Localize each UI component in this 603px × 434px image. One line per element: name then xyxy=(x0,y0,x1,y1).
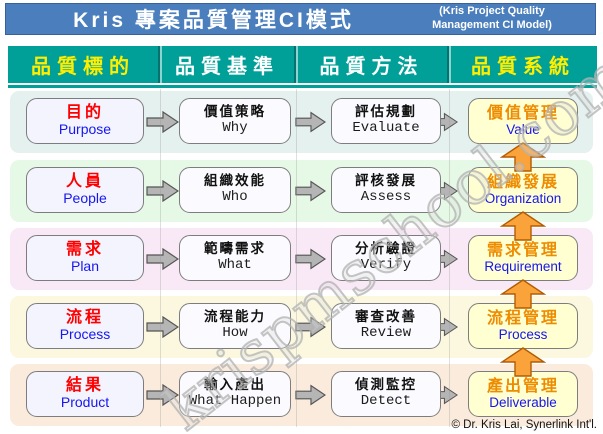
standard-box-why: 價值策略 Why xyxy=(179,98,291,144)
system-en-label: Organization xyxy=(484,191,562,207)
system-box-requirement: 需求管理 Requirement xyxy=(468,235,578,281)
header-underline xyxy=(8,85,597,88)
page-subtitle: (Kris Project Quality Management CI Mode… xyxy=(393,5,595,33)
standard-en-label: Why xyxy=(222,119,248,136)
method-box-detect: 偵測監控 Detect xyxy=(331,371,441,417)
row-process: 流程 Process 流程能力 How 審查改善 Review 流程管理 Pro… xyxy=(10,296,593,358)
method-box-review: 審查改善 Review xyxy=(331,303,441,349)
standard-zh-label: 流程能力 xyxy=(204,309,266,326)
target-en-label: Purpose xyxy=(58,121,112,138)
arrow-right-icon xyxy=(146,383,180,412)
system-box-organization: 組織發展 Organization xyxy=(468,167,578,213)
arrow-right-icon xyxy=(146,179,180,208)
method-zh-label: 審查改善 xyxy=(355,309,417,326)
system-en-label: Deliverable xyxy=(489,395,557,411)
standard-box-what-happen: 輸入產出 What Happen xyxy=(179,371,291,417)
arrow-right-icon xyxy=(295,110,327,139)
standard-en-label: How xyxy=(222,324,248,341)
standard-zh-label: 輸入產出 xyxy=(204,377,266,394)
column-header-quality-system: 品質系統 xyxy=(471,56,575,78)
arrow-right-icon xyxy=(146,315,180,344)
title-banner: Kris 專案品質管理CI模式 (Kris Project Quality Ma… xyxy=(5,3,596,35)
system-box-value: 價值管理 Value xyxy=(468,98,578,144)
method-zh-label: 評估規劃 xyxy=(355,104,417,121)
arrow-right-icon xyxy=(295,179,327,208)
standard-en-label: Who xyxy=(222,188,248,205)
target-box-product: 結果 Product xyxy=(26,371,144,417)
method-zh-label: 偵測監控 xyxy=(355,377,417,394)
arrow-up-icon xyxy=(499,279,547,314)
column-header-quality-standard: 品質基準 xyxy=(160,46,296,83)
target-box-process: 流程 Process xyxy=(26,303,144,349)
method-en-label: Verify xyxy=(360,256,412,273)
system-zh-label: 流程管理 xyxy=(486,308,559,328)
standard-zh-label: 價值策略 xyxy=(204,104,266,121)
target-en-label: Plan xyxy=(70,258,100,275)
target-box-purpose: 目的 Purpose xyxy=(26,98,144,144)
target-zh-label: 流程 xyxy=(65,308,104,326)
target-zh-label: 人員 xyxy=(65,172,104,190)
arrow-up-icon xyxy=(499,211,547,246)
system-zh-label: 產出管理 xyxy=(486,376,559,396)
method-zh-label: 分析驗證 xyxy=(355,241,417,258)
column-divider xyxy=(296,89,297,427)
system-box-deliverable: 產出管理 Deliverable xyxy=(468,371,578,417)
row-people: 人員 People 組織效能 Who 評核發展 Assess 組織發展 Orga… xyxy=(10,160,593,222)
system-zh-label: 需求管理 xyxy=(486,240,559,260)
arrow-right-icon xyxy=(295,383,327,412)
target-en-label: Product xyxy=(60,394,110,411)
column-divider xyxy=(160,89,161,427)
method-en-label: Detect xyxy=(360,392,412,409)
standard-zh-label: 範疇需求 xyxy=(204,241,266,258)
standard-en-label: What xyxy=(218,256,252,273)
method-en-label: Evaluate xyxy=(352,119,420,136)
page-title: Kris 專案品質管理CI模式 xyxy=(73,9,354,32)
arrow-up-icon xyxy=(499,347,547,382)
copyright-text: © Dr. Kris Lai, Synerlink Int'l. xyxy=(451,419,597,431)
column-divider xyxy=(449,89,450,427)
row-purpose: 目的 Purpose 價值策略 Why 評估規劃 Evaluate 價值管理 V… xyxy=(10,91,593,153)
system-en-label: Requirement xyxy=(484,259,562,275)
column-header-quality-method: 品質方法 xyxy=(296,46,449,83)
arrow-right-icon xyxy=(146,247,180,276)
standard-box-how: 流程能力 How xyxy=(179,303,291,349)
method-box-evaluate: 評估規劃 Evaluate xyxy=(331,98,441,144)
method-box-assess: 評核發展 Assess xyxy=(331,167,441,213)
target-box-people: 人員 People xyxy=(26,167,144,213)
standard-box-what: 範疇需求 What xyxy=(179,235,291,281)
standard-en-label: What Happen xyxy=(188,392,282,409)
column-header-row: 品質標的 品質基準 品質方法 品質系統 xyxy=(8,46,597,83)
method-en-label: Review xyxy=(360,324,412,341)
method-zh-label: 評核發展 xyxy=(355,173,417,190)
standard-box-who: 組織效能 Who xyxy=(179,167,291,213)
system-en-label: Process xyxy=(498,327,548,343)
target-box-plan: 需求 Plan xyxy=(26,235,144,281)
system-en-label: Value xyxy=(506,122,540,138)
column-header-quality-target: 品質標的 xyxy=(8,46,160,83)
system-zh-label: 價值管理 xyxy=(486,103,559,123)
method-en-label: Assess xyxy=(360,188,412,205)
page-subtitle-line1: (Kris Project Quality xyxy=(439,5,545,18)
arrow-right-icon xyxy=(146,110,180,139)
arrow-right-icon xyxy=(295,315,327,344)
row-product: 結果 Product 輸入產出 What Happen 偵測監控 Detect … xyxy=(10,364,593,426)
target-en-label: People xyxy=(63,190,107,207)
arrow-up-icon xyxy=(499,142,547,177)
target-zh-label: 需求 xyxy=(65,240,104,258)
target-en-label: Process xyxy=(59,326,111,343)
arrow-right-icon xyxy=(295,247,327,276)
target-zh-label: 目的 xyxy=(65,103,104,121)
system-zh-label: 組織發展 xyxy=(486,172,559,192)
system-box-process-mgmt: 流程管理 Process xyxy=(468,303,578,349)
standard-zh-label: 組織效能 xyxy=(204,173,266,190)
row-plan: 需求 Plan 範疇需求 What 分析驗證 Verify 需求管理 Requi… xyxy=(10,228,593,290)
target-zh-label: 結果 xyxy=(65,376,104,394)
method-box-verify: 分析驗證 Verify xyxy=(331,235,441,281)
page-subtitle-line2: Management CI Model) xyxy=(432,19,552,31)
